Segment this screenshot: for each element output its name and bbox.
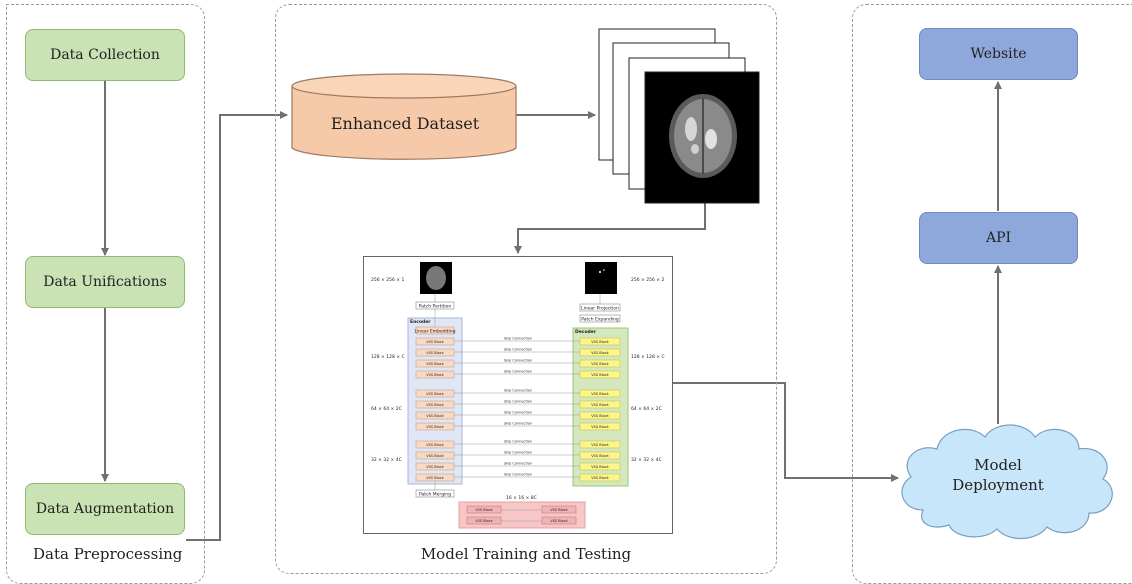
svg-text:128 × 128 × C: 128 × 128 × C bbox=[371, 354, 405, 360]
data-collection-box: Data Collection bbox=[25, 29, 185, 81]
training-panel bbox=[275, 4, 777, 574]
svg-text:Skip Connection: Skip Connection bbox=[504, 440, 532, 444]
svg-text:Skip Connection: Skip Connection bbox=[504, 348, 532, 352]
svg-text:VSS Block: VSS Block bbox=[426, 414, 444, 418]
svg-text:16 × 16 × 8C: 16 × 16 × 8C bbox=[506, 495, 537, 501]
svg-text:VSS Block: VSS Block bbox=[426, 362, 444, 366]
svg-text:VSS Block: VSS Block bbox=[475, 519, 493, 523]
svg-text:VSS Block: VSS Block bbox=[426, 392, 444, 396]
cloud-line-1: Model bbox=[974, 456, 1022, 474]
svg-text:Patch Expanding: Patch Expanding bbox=[581, 317, 619, 323]
svg-text:VSS Block: VSS Block bbox=[591, 351, 609, 355]
svg-text:256 × 256 × 1: 256 × 256 × 1 bbox=[371, 277, 404, 283]
svg-text:Skip Connection: Skip Connection bbox=[504, 462, 532, 466]
svg-text:VSS Block: VSS Block bbox=[426, 443, 444, 447]
training-label: Model Training and Testing bbox=[420, 545, 632, 563]
mri-image-stack bbox=[598, 28, 760, 204]
dataset-label: Enhanced Dataset bbox=[330, 114, 480, 133]
svg-text:Skip Connection: Skip Connection bbox=[504, 473, 532, 477]
svg-text:VSS Block: VSS Block bbox=[426, 340, 444, 344]
svg-text:VSS Block: VSS Block bbox=[426, 454, 444, 458]
svg-text:VSS Block: VSS Block bbox=[591, 362, 609, 366]
svg-text:VSS Block: VSS Block bbox=[591, 476, 609, 480]
dataset-cylinder bbox=[291, 73, 517, 160]
cloud-line-2: Deployment bbox=[952, 476, 1044, 494]
svg-text:VSS Block: VSS Block bbox=[591, 340, 609, 344]
svg-text:Skip Connection: Skip Connection bbox=[504, 337, 532, 341]
svg-text:VSS Block: VSS Block bbox=[591, 454, 609, 458]
svg-text:Patch Merging: Patch Merging bbox=[419, 492, 451, 498]
svg-text:Skip Connection: Skip Connection bbox=[504, 422, 532, 426]
api-box: API bbox=[919, 212, 1078, 264]
data-unifications-box: Data Unifications bbox=[25, 256, 185, 308]
svg-text:VSS Block: VSS Block bbox=[591, 443, 609, 447]
svg-text:Skip Connection: Skip Connection bbox=[504, 359, 532, 363]
svg-text:32 × 32 × 4C: 32 × 32 × 4C bbox=[371, 457, 402, 463]
svg-text:Skip Connection: Skip Connection bbox=[504, 451, 532, 455]
svg-text:32 × 32 × 4C: 32 × 32 × 4C bbox=[631, 457, 662, 463]
svg-text:Skip Connection: Skip Connection bbox=[504, 389, 532, 393]
deployment-cloud-label: Model Deployment bbox=[893, 455, 1103, 495]
svg-text:VSS Block: VSS Block bbox=[591, 425, 609, 429]
svg-text:VSS Block: VSS Block bbox=[426, 465, 444, 469]
svg-text:Skip Connection: Skip Connection bbox=[504, 400, 532, 404]
svg-text:VSS Block: VSS Block bbox=[426, 351, 444, 355]
svg-text:VSS Block: VSS Block bbox=[591, 414, 609, 418]
svg-text:64 × 64 × 2C: 64 × 64 × 2C bbox=[371, 406, 402, 412]
svg-text:VSS Block: VSS Block bbox=[591, 403, 609, 407]
svg-text:64 × 64 × 2C: 64 × 64 × 2C bbox=[631, 406, 662, 412]
deployment-cloud bbox=[901, 424, 1113, 540]
svg-text:Skip Connection: Skip Connection bbox=[504, 370, 532, 374]
data-augmentation-box: Data Augmentation bbox=[25, 483, 185, 535]
svg-text:VSS Block: VSS Block bbox=[426, 425, 444, 429]
svg-text:128 × 128 × C: 128 × 128 × C bbox=[631, 354, 665, 360]
arrow-model-to-deployment bbox=[673, 382, 899, 482]
svg-text:Patch Partition: Patch Partition bbox=[419, 304, 452, 310]
website-box: Website bbox=[919, 28, 1078, 80]
svg-text:VSS Block: VSS Block bbox=[475, 508, 493, 512]
svg-text:Encoder: Encoder bbox=[410, 319, 431, 325]
svg-text:VSS Block: VSS Block bbox=[591, 465, 609, 469]
svg-text:VSS Block: VSS Block bbox=[426, 373, 444, 377]
svg-text:Skip Connection: Skip Connection bbox=[504, 411, 532, 415]
svg-text:Decoder: Decoder bbox=[575, 329, 597, 335]
svg-text:Linear Projection: Linear Projection bbox=[581, 306, 619, 312]
svg-text:VSS Block: VSS Block bbox=[426, 403, 444, 407]
svg-text:VSS Block: VSS Block bbox=[426, 476, 444, 480]
arrow-augmentation-to-dataset bbox=[186, 111, 288, 541]
svg-text:VSS Block: VSS Block bbox=[591, 373, 609, 377]
preprocessing-label: Data Preprocessing bbox=[33, 545, 183, 563]
arrow-images-to-model bbox=[514, 203, 706, 254]
svg-text:256 × 256 × 2: 256 × 256 × 2 bbox=[631, 277, 664, 283]
svg-text:VSS Block: VSS Block bbox=[550, 519, 568, 523]
svg-text:VSS Block: VSS Block bbox=[591, 392, 609, 396]
unet-architecture: 256 × 256 × 1 256 × 256 × 2 Patch Partit… bbox=[363, 256, 673, 534]
svg-text:VSS Block: VSS Block bbox=[550, 508, 568, 512]
svg-text:Linear Embedding: Linear Embedding bbox=[415, 329, 456, 335]
